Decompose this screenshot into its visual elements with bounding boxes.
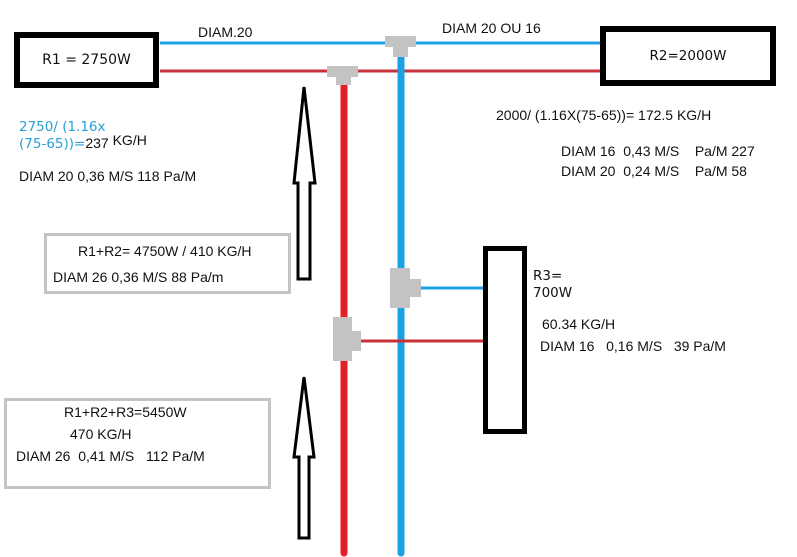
segment-r1r2-info-box: R1+R2= 4750W / 410 KG/H DIAM 26 0,36 M/S… [44, 233, 291, 294]
radiator-r3-label-line2: 700W [533, 285, 573, 301]
tee-fitting-supply-top [327, 66, 358, 85]
radiator-r2-label: R2=2000W [649, 48, 727, 64]
radiator-r1-label: R1 = 2750W [42, 52, 131, 68]
pipe-label-r1: DIAM.20 [198, 24, 253, 40]
tee-fitting-return-r3 [390, 268, 421, 308]
segment-r1r2-line1: R1+R2= 4750W / 410 KG/H [78, 243, 252, 259]
segment-r1r2-line2: DIAM 26 0,36 M/S 88 Pa/m [53, 269, 224, 285]
tee-fitting-return-top [385, 36, 416, 57]
segment-r1r2r3-line3: DIAM 26 0,41 M/S 112 Pa/M [16, 448, 205, 464]
r3-pipe-spec: DIAM 16 0,16 M/S 39 Pa/M [540, 338, 726, 354]
r1-flow-unit: KG/H [108, 132, 147, 148]
segment-r1r2r3-line1: R1+R2+R3=5450W [64, 404, 187, 420]
pipe-label-r2: DIAM 20 OU 16 [442, 20, 541, 36]
radiator-r3-label: R3= 700W [533, 268, 572, 302]
radiator-r1: R1 = 2750W [14, 32, 159, 88]
segment-r1r2r3-info-box: R1+R2+R3=5450W 470 KG/H DIAM 26 0,41 M/S… [4, 398, 271, 489]
r1-pipe-spec: DIAM 20 0,36 M/S 118 Pa/M [19, 168, 197, 184]
r1-formula-expr: (75-65))= [19, 136, 86, 152]
r2-pipe-spec-16: DIAM 16 0,43 M/S Pa/M 227 [561, 143, 755, 159]
flow-arrow-up-icon [292, 376, 316, 540]
r1-formula-line1: 2750/ (1.16x [19, 119, 106, 135]
flow-arrow-up-icon [292, 86, 317, 281]
r1-formula-line2: (75-65))=237 KG/H [19, 132, 147, 152]
r2-pipe-spec-20: DIAM 20 0,24 M/S Pa/M 58 [561, 163, 747, 179]
segment-r1r2r3-line2: 470 KG/H [70, 426, 132, 442]
radiator-r3-label-line1: R3= [533, 268, 563, 284]
r1-formula: 2750/ (1.16x (75-65))=237 KG/H [19, 119, 147, 152]
tee-fitting-supply-r3 [333, 317, 361, 361]
radiator-r3 [483, 246, 527, 434]
r1-flow-value: 237 [85, 135, 109, 151]
r3-flow: 60.34 KG/H [542, 316, 616, 332]
r2-formula: 2000/ (1.16X(75-65))= 172.5 KG/H [496, 107, 712, 123]
radiator-r2: R2=2000W [600, 26, 776, 86]
